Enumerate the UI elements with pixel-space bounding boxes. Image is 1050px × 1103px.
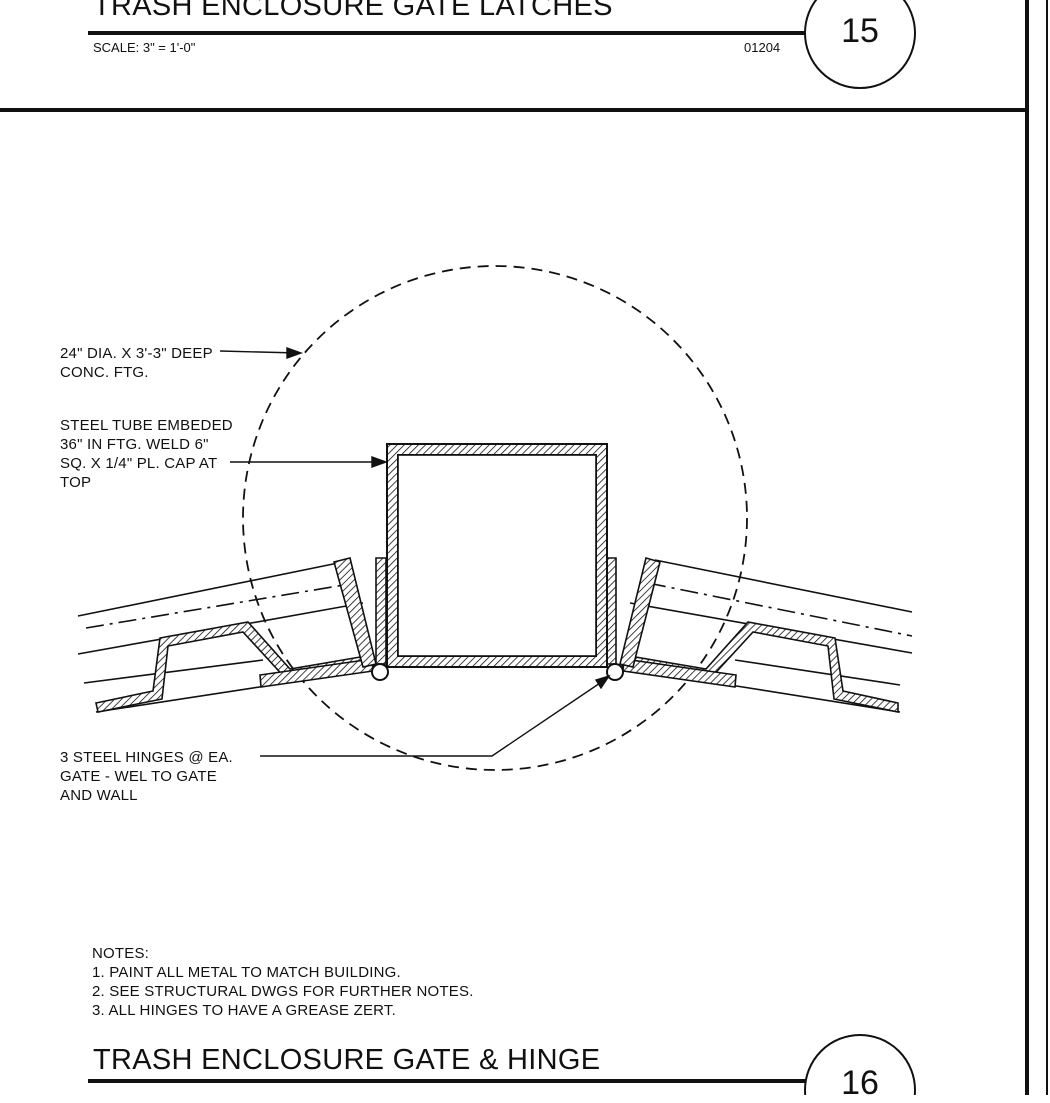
detail-15-title: TRASH ENCLOSURE GATE LATCHES bbox=[93, 0, 613, 22]
right-gate-channel bbox=[621, 621, 899, 713]
note-item: 3. ALL HINGES TO HAVE A GREASE ZERT. bbox=[92, 1002, 396, 1019]
note-item: 2. SEE STRUCTURAL DWGS FOR FURTHER NOTES… bbox=[92, 983, 474, 1000]
left-gate-post bbox=[333, 557, 377, 668]
detail-15-scale: SCALE: 3" = 1'-0" bbox=[93, 40, 196, 55]
notes-heading: NOTES: bbox=[92, 945, 150, 962]
footing-circle bbox=[242, 265, 748, 771]
callout-hinges: 3 STEEL HINGES @ EA. GATE - WEL TO GATE … bbox=[60, 749, 233, 804]
right-hinge-pin bbox=[606, 663, 624, 681]
leader-steel-tube bbox=[230, 456, 389, 468]
detail-16-title: TRASH ENCLOSURE GATE & HINGE bbox=[93, 1044, 601, 1076]
detail-15-number-bubble bbox=[804, 0, 916, 89]
steel-tube-void bbox=[397, 454, 597, 657]
callout-footing: 24" DIA. X 3'-3" DEEP CONC. FTG. bbox=[60, 345, 213, 381]
detail-15-number: 15 bbox=[841, 12, 879, 50]
right-hinge-plate bbox=[622, 658, 737, 688]
left-hinge-pin bbox=[371, 663, 389, 681]
note-item: 1. PAINT ALL METAL TO MATCH BUILDING. bbox=[92, 964, 401, 981]
callout-steel-tube: STEEL TUBE EMBEDED 36" IN FTG. WELD 6" S… bbox=[60, 417, 233, 491]
left-tube-plate bbox=[375, 557, 387, 665]
detail-16-number: 16 bbox=[841, 1064, 879, 1102]
leader-hinges bbox=[260, 674, 611, 757]
detail-15-sheet-code: 01204 bbox=[744, 40, 781, 55]
detail-16-number-bubble bbox=[804, 1034, 916, 1095]
notes-block: NOTES: 1. PAINT ALL METAL TO MATCH BUILD… bbox=[92, 944, 474, 1020]
right-gate-post bbox=[619, 557, 661, 668]
leader-footing bbox=[219, 347, 304, 359]
